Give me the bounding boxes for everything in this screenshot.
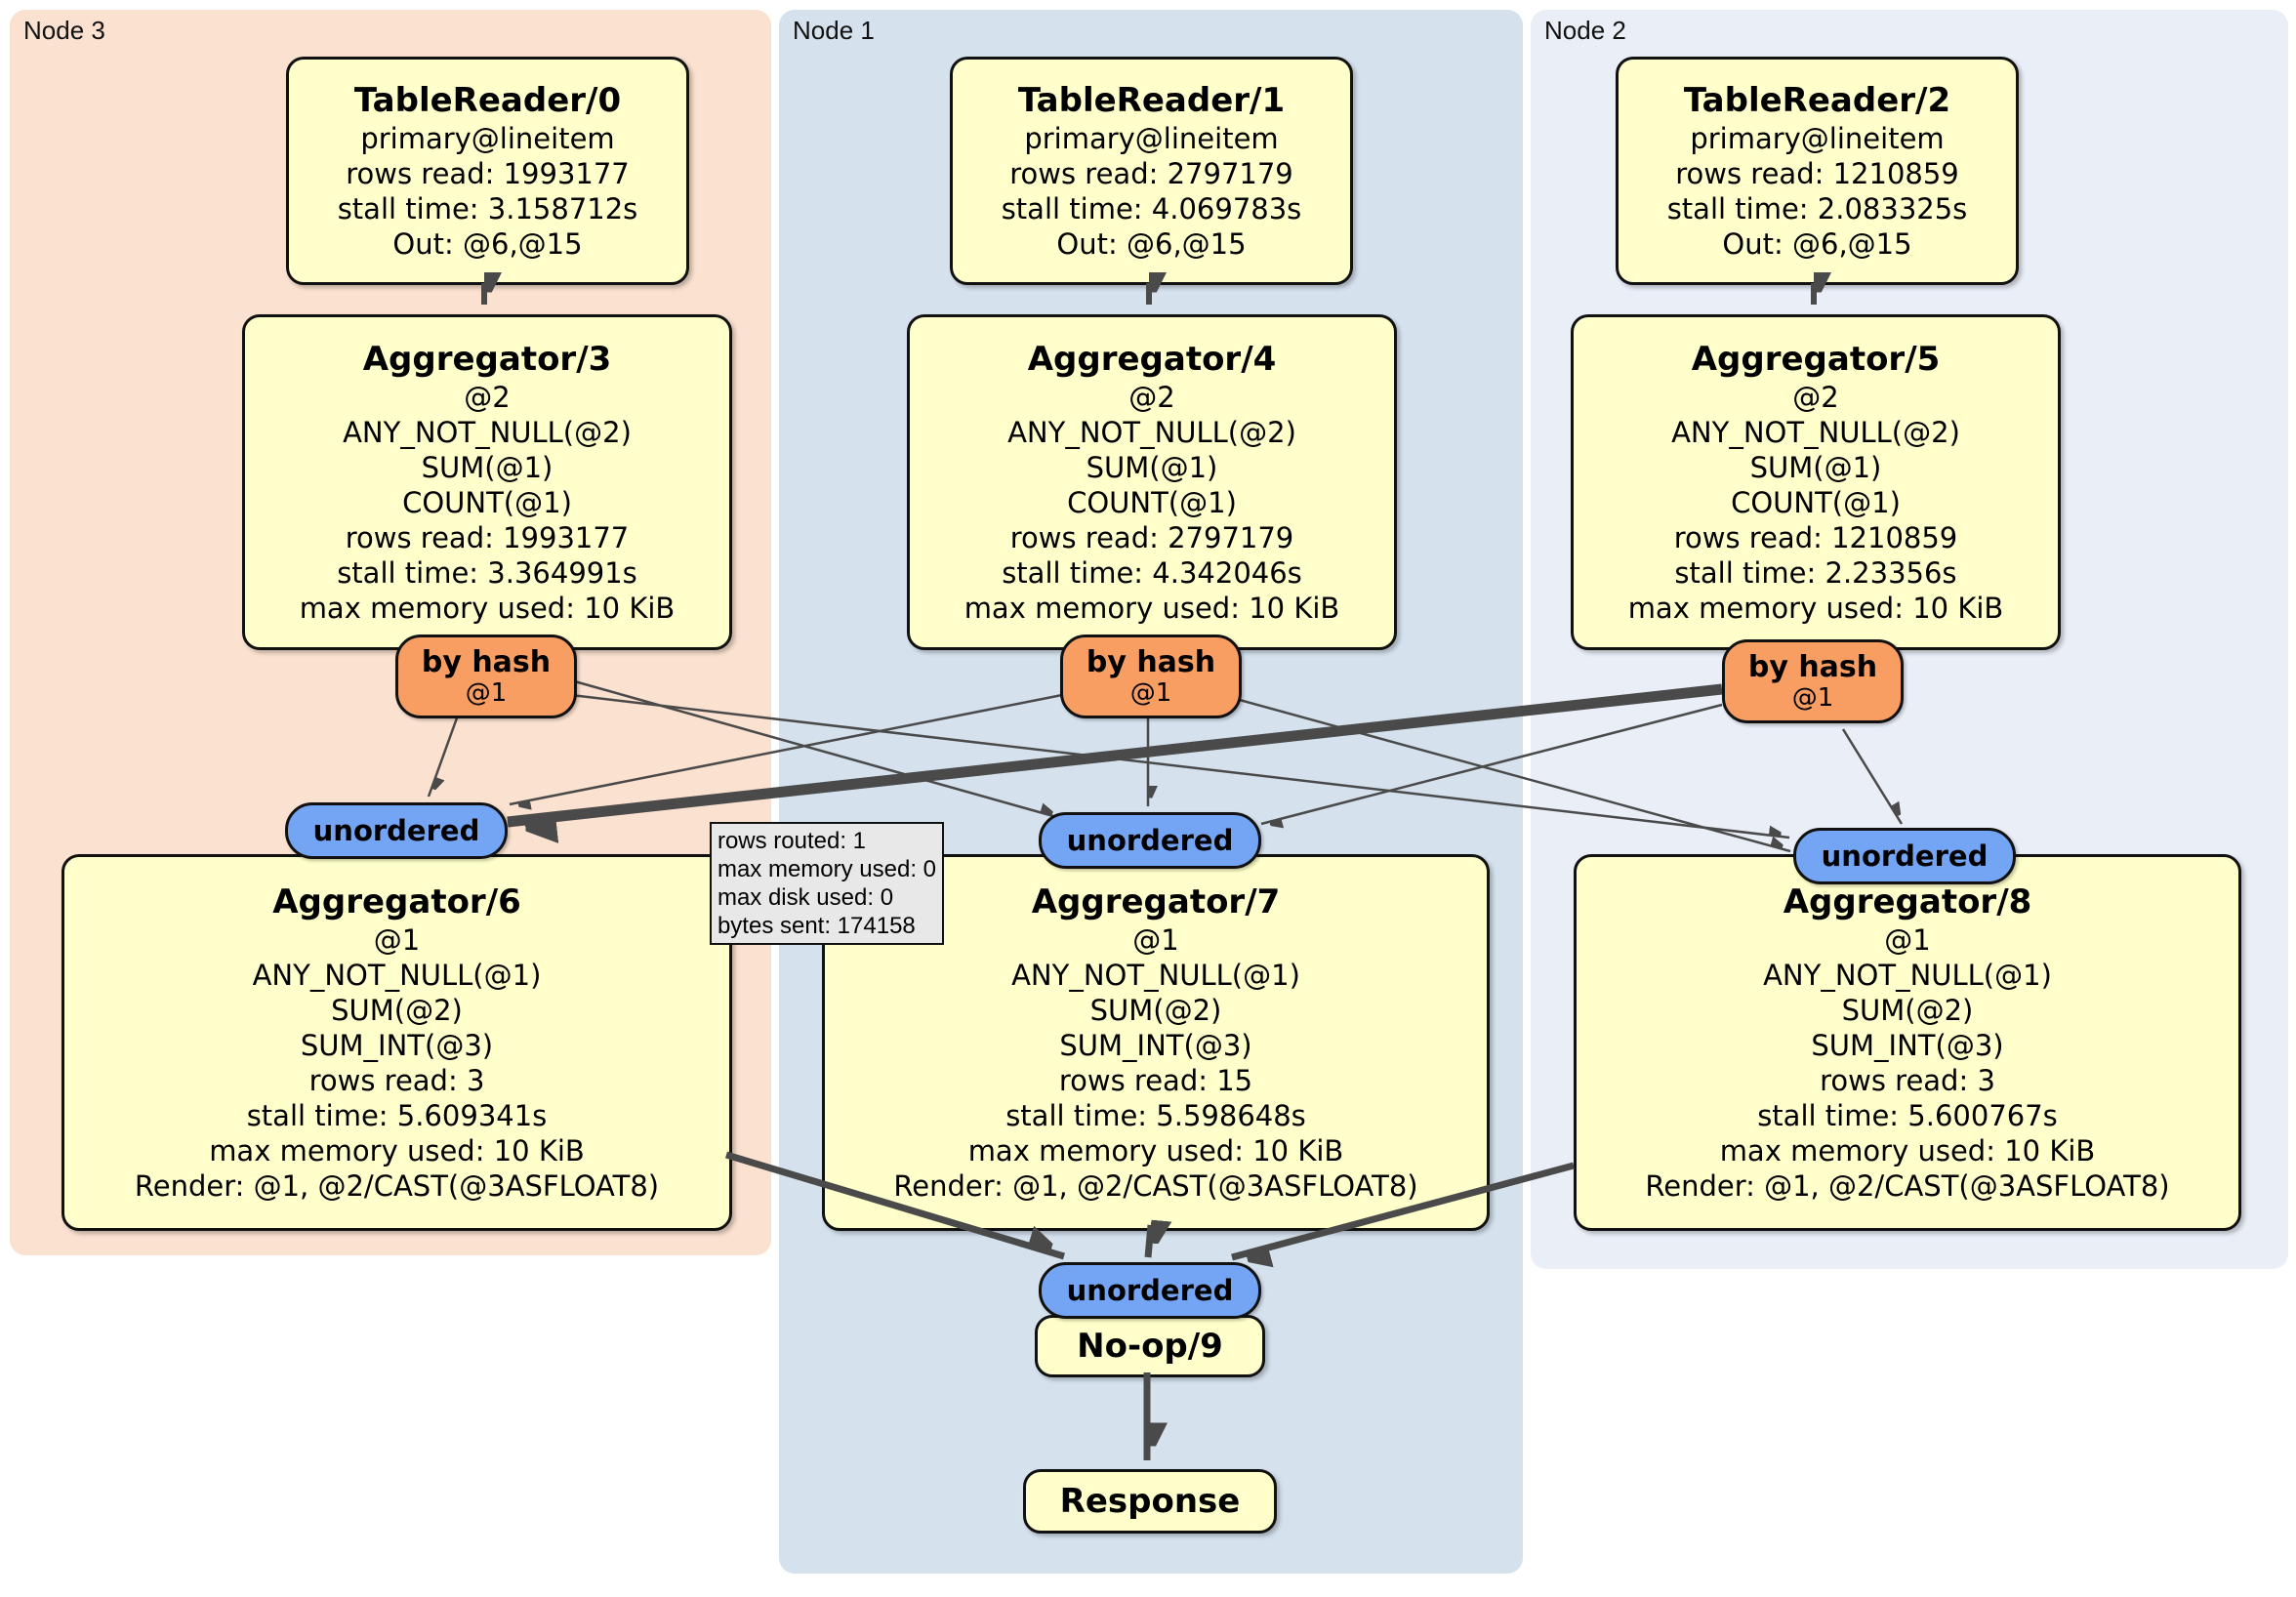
unordered-label: unordered: [1066, 824, 1234, 857]
tablereader-2-title: TableReader/2: [1683, 81, 1951, 120]
by-hash-router-node2: by hash @1: [1722, 639, 1904, 723]
aggregator-7-title: Aggregator/7: [1031, 882, 1281, 921]
node1-label: Node 1: [793, 16, 875, 45]
noop-9-box: No-op/9: [1035, 1315, 1265, 1377]
unordered-sync-agg7: unordered: [1039, 812, 1261, 869]
by-hash-arg: @1: [1129, 678, 1172, 708]
node3-label: Node 3: [23, 16, 105, 45]
unordered-sync-noop: unordered: [1039, 1262, 1261, 1319]
node2-label: Node 2: [1544, 16, 1626, 45]
response-box: Response: [1023, 1469, 1277, 1534]
by-hash-label: by hash: [421, 645, 552, 679]
aggregator-8-title: Aggregator/8: [1783, 882, 2032, 921]
aggregator-6-title: Aggregator/6: [272, 882, 521, 921]
unordered-sync-agg8: unordered: [1793, 828, 2016, 884]
unordered-sync-agg6: unordered: [285, 802, 508, 859]
aggregator-5-title: Aggregator/5: [1691, 340, 1941, 379]
by-hash-router-node1: by hash @1: [1060, 635, 1242, 718]
by-hash-router-node3: by hash @1: [395, 635, 577, 718]
by-hash-arg: @1: [465, 678, 508, 708]
unordered-label: unordered: [1066, 1274, 1234, 1307]
aggregator-3-title: Aggregator/3: [362, 340, 612, 379]
by-hash-label: by hash: [1747, 650, 1878, 684]
response-title: Response: [1059, 1482, 1241, 1521]
tablereader-0-title: TableReader/0: [353, 81, 622, 120]
noop-9-title: No-op/9: [1077, 1327, 1223, 1366]
tablereader-1-title: TableReader/1: [1017, 81, 1286, 120]
by-hash-arg: @1: [1791, 683, 1834, 713]
unordered-label: unordered: [312, 814, 480, 847]
aggregator-4-title: Aggregator/4: [1027, 340, 1277, 379]
unordered-label: unordered: [1821, 839, 1988, 873]
by-hash-label: by hash: [1086, 645, 1216, 679]
